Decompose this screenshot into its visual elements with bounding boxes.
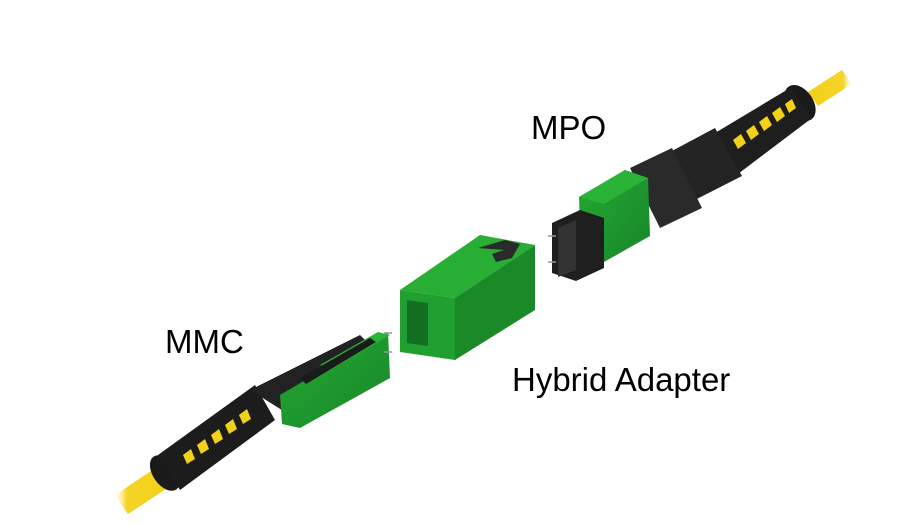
mmc-boot-stripes [183, 409, 251, 464]
mpo-connector [548, 70, 852, 281]
mpo-housing [630, 148, 702, 228]
mmc-green-body [280, 332, 390, 428]
mpo-cable [808, 70, 852, 106]
mpo-label: MPO [531, 109, 607, 146]
adapter-latch [478, 240, 520, 262]
adapter-port [407, 300, 428, 346]
hybrid-adapter-label: Hybrid Adapter [512, 361, 731, 398]
mmc-label: MMC [165, 323, 244, 360]
mmc-connector [115, 332, 392, 514]
mpo-boot-stripes [733, 99, 796, 149]
hybrid-adapter [400, 235, 535, 360]
